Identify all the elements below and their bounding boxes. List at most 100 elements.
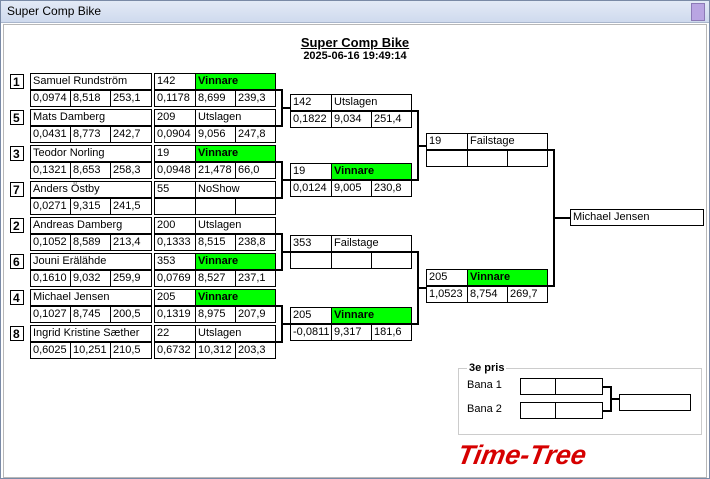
bike-number[interactable]: 19 bbox=[154, 145, 196, 162]
speed[interactable]: 258,3 bbox=[110, 162, 152, 179]
speed[interactable]: 259,9 bbox=[110, 270, 152, 287]
reaction-time[interactable]: 0,1610 bbox=[30, 270, 71, 287]
speed[interactable]: 251,4 bbox=[371, 111, 412, 128]
speed[interactable]: 66,0 bbox=[235, 162, 276, 179]
status[interactable]: Utslagen bbox=[195, 325, 276, 342]
status[interactable]: Utslagen bbox=[195, 217, 276, 234]
elapsed-time[interactable]: 9,005 bbox=[331, 180, 372, 197]
reaction-time[interactable]: 0,0948 bbox=[154, 162, 196, 179]
elapsed-time[interactable]: 8,589 bbox=[70, 234, 111, 251]
speed[interactable]: 181,6 bbox=[371, 324, 412, 341]
reaction-time[interactable]: -0,0811 bbox=[290, 324, 332, 341]
elapsed-time[interactable]: 8,754 bbox=[467, 286, 508, 303]
bike-number[interactable]: 205 bbox=[154, 289, 196, 306]
speed[interactable] bbox=[371, 252, 412, 269]
bike-number[interactable]: 19 bbox=[426, 133, 468, 150]
speed[interactable]: 238,8 bbox=[235, 234, 276, 251]
speed[interactable]: 253,1 bbox=[110, 90, 152, 107]
champion-name[interactable]: Michael Jensen bbox=[570, 209, 704, 226]
lane1-bike-field[interactable] bbox=[520, 378, 556, 395]
speed[interactable]: 239,3 bbox=[235, 90, 276, 107]
speed[interactable] bbox=[235, 198, 276, 215]
status[interactable]: Utslagen bbox=[195, 109, 276, 126]
reaction-time[interactable]: 0,1319 bbox=[154, 306, 196, 323]
bike-number[interactable]: 205 bbox=[290, 307, 332, 324]
speed[interactable]: 200,5 bbox=[110, 306, 152, 323]
reaction-time[interactable]: 0,6732 bbox=[154, 342, 196, 359]
elapsed-time[interactable]: 10,251 bbox=[70, 342, 111, 359]
speed[interactable]: 247,8 bbox=[235, 126, 276, 143]
elapsed-time[interactable]: 8,773 bbox=[70, 126, 111, 143]
status[interactable]: Failstage bbox=[467, 133, 548, 150]
reaction-time[interactable]: 0,6025 bbox=[30, 342, 71, 359]
bike-number[interactable]: 205 bbox=[426, 269, 468, 286]
elapsed-time[interactable]: 9,315 bbox=[70, 198, 111, 215]
rider-name[interactable]: Michael Jensen bbox=[30, 289, 152, 306]
rider-name[interactable]: Jouni Erälähde bbox=[30, 253, 152, 270]
third-place-result[interactable] bbox=[619, 394, 691, 411]
speed[interactable]: 203,3 bbox=[235, 342, 276, 359]
elapsed-time[interactable]: 10,312 bbox=[195, 342, 236, 359]
status[interactable]: Utslagen bbox=[331, 94, 412, 111]
lane2-status-field[interactable] bbox=[555, 402, 603, 419]
rider-name[interactable]: Andreas Damberg bbox=[30, 217, 152, 234]
bike-number[interactable]: 142 bbox=[154, 73, 196, 90]
status[interactable]: Failstage bbox=[331, 235, 412, 252]
elapsed-time[interactable]: 8,975 bbox=[195, 306, 236, 323]
reaction-time[interactable] bbox=[426, 150, 468, 167]
bike-number[interactable]: 55 bbox=[154, 181, 196, 198]
reaction-time[interactable]: 0,0271 bbox=[30, 198, 71, 215]
speed[interactable] bbox=[507, 150, 548, 167]
reaction-time[interactable]: 0,0769 bbox=[154, 270, 196, 287]
elapsed-time[interactable]: 9,056 bbox=[195, 126, 236, 143]
rider-name[interactable]: Anders Östby bbox=[30, 181, 152, 198]
speed[interactable]: 237,1 bbox=[235, 270, 276, 287]
reaction-time[interactable]: 0,1321 bbox=[30, 162, 71, 179]
elapsed-time[interactable]: 9,317 bbox=[331, 324, 372, 341]
rider-name[interactable]: Ingrid Kristine Sæther bbox=[30, 325, 152, 342]
elapsed-time[interactable]: 8,518 bbox=[70, 90, 111, 107]
rider-name[interactable]: Teodor Norling bbox=[30, 145, 152, 162]
bike-number[interactable]: 353 bbox=[290, 235, 332, 252]
winner-status[interactable]: Vinnare bbox=[331, 163, 412, 180]
speed[interactable]: 213,4 bbox=[110, 234, 152, 251]
reaction-time[interactable]: 0,0974 bbox=[30, 90, 71, 107]
winner-status[interactable]: Vinnare bbox=[331, 307, 412, 324]
speed[interactable]: 241,5 bbox=[110, 198, 152, 215]
elapsed-time[interactable]: 8,699 bbox=[195, 90, 236, 107]
reaction-time[interactable]: 0,0904 bbox=[154, 126, 196, 143]
winner-status[interactable]: Vinnare bbox=[467, 269, 548, 286]
winner-status[interactable]: Vinnare bbox=[195, 289, 276, 306]
reaction-time[interactable]: 0,0431 bbox=[30, 126, 71, 143]
elapsed-time[interactable]: 8,527 bbox=[195, 270, 236, 287]
elapsed-time[interactable] bbox=[195, 198, 236, 215]
speed[interactable]: 207,9 bbox=[235, 306, 276, 323]
speed[interactable]: 230,8 bbox=[371, 180, 412, 197]
bike-number[interactable]: 209 bbox=[154, 109, 196, 126]
reaction-time[interactable]: 1,0523 bbox=[426, 286, 468, 303]
reaction-time[interactable]: 0,1027 bbox=[30, 306, 71, 323]
reaction-time[interactable] bbox=[154, 198, 196, 215]
lane1-status-field[interactable] bbox=[555, 378, 603, 395]
reaction-time[interactable]: 0,1822 bbox=[290, 111, 332, 128]
reaction-time[interactable]: 0,1333 bbox=[154, 234, 196, 251]
bike-number[interactable]: 200 bbox=[154, 217, 196, 234]
winner-status[interactable]: Vinnare bbox=[195, 73, 276, 90]
status[interactable]: NoShow bbox=[195, 181, 276, 198]
elapsed-time[interactable]: 9,032 bbox=[70, 270, 111, 287]
winner-status[interactable]: Vinnare bbox=[195, 253, 276, 270]
window-control-icon[interactable] bbox=[691, 3, 705, 21]
elapsed-time[interactable] bbox=[467, 150, 508, 167]
elapsed-time[interactable]: 21,478 bbox=[195, 162, 236, 179]
speed[interactable]: 210,5 bbox=[110, 342, 152, 359]
elapsed-time[interactable]: 9,034 bbox=[331, 111, 372, 128]
elapsed-time[interactable] bbox=[331, 252, 372, 269]
reaction-time[interactable]: 0,1178 bbox=[154, 90, 196, 107]
bike-number[interactable]: 353 bbox=[154, 253, 196, 270]
elapsed-time[interactable]: 8,515 bbox=[195, 234, 236, 251]
rider-name[interactable]: Samuel Rundström bbox=[30, 73, 152, 90]
reaction-time[interactable]: 0,1052 bbox=[30, 234, 71, 251]
reaction-time[interactable] bbox=[290, 252, 332, 269]
speed[interactable]: 242,7 bbox=[110, 126, 152, 143]
reaction-time[interactable]: 0,0124 bbox=[290, 180, 332, 197]
